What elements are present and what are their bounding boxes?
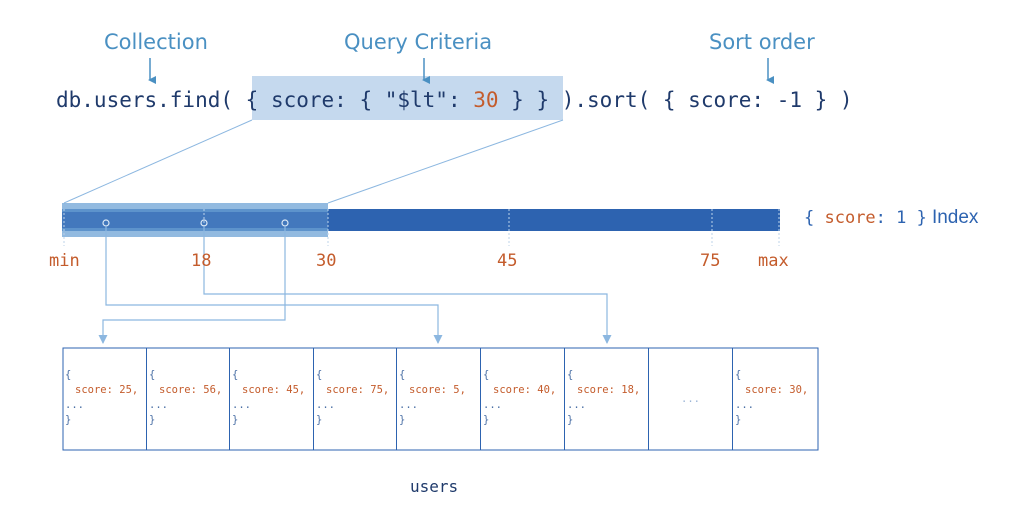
document-field: score: 25, (75, 384, 139, 396)
document-5: { score: 5, ... } (397, 348, 481, 450)
document-9: { score: 30, ... } (733, 348, 818, 450)
document-open: { (65, 369, 72, 381)
connector-entry-3 (98, 226, 286, 344)
document-1: { score: 25, ... } (63, 348, 147, 450)
document-ellipsis-text: ... (681, 392, 700, 405)
document-field: score: 40, (493, 384, 557, 396)
document-close: } (316, 414, 323, 426)
document-ellipsis: ... (649, 348, 733, 450)
query-sort-suffix: } ) (801, 88, 853, 112)
document-open: { (149, 369, 156, 381)
collection-name: users (410, 477, 459, 496)
document-close: } (567, 414, 574, 426)
index-label: { score: 1 } Index (804, 207, 978, 229)
document-more: ... (735, 399, 754, 411)
collection-box (62, 347, 819, 451)
tick-label-min: min (49, 251, 80, 271)
document-close: } (735, 414, 742, 426)
document-close: } (399, 414, 406, 426)
connector-entry-2 (203, 226, 612, 344)
projection-line-left (63, 119, 253, 204)
document-open: { (483, 369, 490, 381)
query-prefix: db.users.find( (56, 88, 246, 112)
document-field: score: 75, (326, 384, 390, 396)
index-bar-inner (62, 212, 328, 228)
query-criteria-open: { score: { "$lt": (245, 88, 474, 112)
document-close: } (65, 414, 72, 426)
query-sort-prefix: ).sort( { score: (549, 88, 777, 112)
index-label-rest: : 1 } (875, 208, 927, 228)
document-close: } (232, 414, 239, 426)
query-criteria-label: Query Criteria (344, 30, 493, 54)
document-field: score: 5, (409, 384, 466, 396)
document-more: ... (316, 399, 335, 411)
tick-label-18: 18 (191, 251, 212, 271)
document-field: score: 30, (745, 384, 809, 396)
tick-label-75: 75 (700, 251, 721, 271)
document-more: ... (149, 399, 168, 411)
document-open: { (399, 369, 406, 381)
index-label-open: { (804, 208, 825, 228)
tick-label-45: 45 (497, 251, 518, 271)
document-close: } (483, 414, 490, 426)
query-criteria-close: } } (498, 88, 550, 112)
query-sort-value: -1 (776, 88, 802, 112)
tick-label-max: max (758, 251, 789, 271)
collection-label: Collection (104, 30, 208, 54)
document-more: ... (483, 399, 502, 411)
document-close: } (149, 414, 156, 426)
projection-line-right (327, 119, 564, 204)
document-open: { (232, 369, 239, 381)
document-more: ... (399, 399, 418, 411)
index-label-word: Index (931, 207, 979, 228)
document-more: ... (567, 399, 586, 411)
document-open: { (567, 369, 574, 381)
query-criteria-value: 30 (473, 88, 499, 112)
index-label-key: score (824, 208, 876, 228)
document-3: { score: 45, ... } (230, 348, 314, 450)
query-criteria-highlight (252, 76, 563, 120)
document-more: ... (232, 399, 251, 411)
document-field: score: 45, (242, 384, 306, 396)
connector-entry-1 (105, 226, 443, 344)
sort-order-label: Sort order (709, 30, 815, 54)
document-7: { score: 18, ... } (565, 348, 649, 450)
document-field: score: 18, (577, 384, 641, 396)
document-4: { score: 75, ... } (314, 348, 397, 450)
document-field: score: 56, (159, 384, 223, 396)
document-more: ... (65, 399, 84, 411)
document-open: { (735, 369, 742, 381)
document-2: { score: 56, ... } (147, 348, 230, 450)
tick-label-30: 30 (316, 251, 337, 271)
query-statement: db.users.find( { score: { "$lt": 30 } } … (56, 88, 853, 112)
document-6: { score: 40, ... } (481, 348, 565, 450)
document-open: { (316, 369, 323, 381)
